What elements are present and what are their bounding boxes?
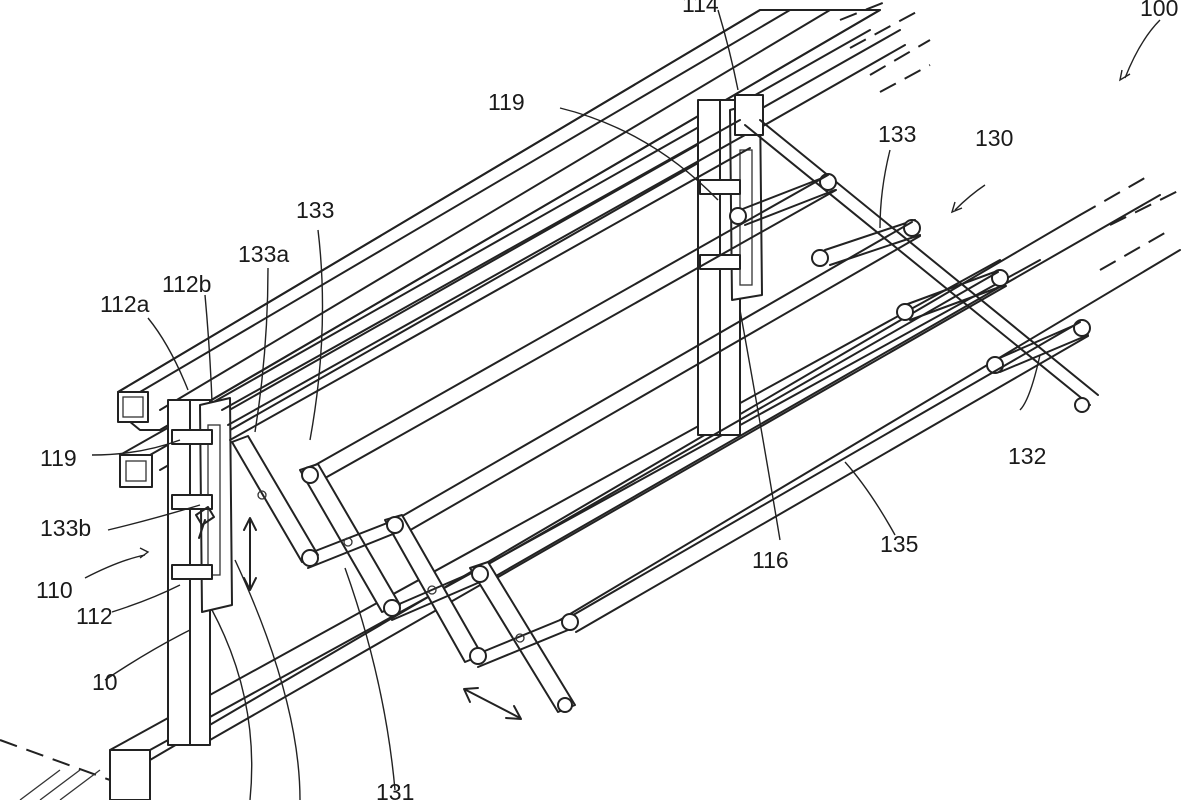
label-133-left: 133 bbox=[296, 197, 334, 223]
drying-rods bbox=[309, 174, 1089, 633]
label-133-top: 133 bbox=[878, 121, 916, 147]
label-119-top: 119 bbox=[488, 89, 525, 115]
leader-lines bbox=[84, 9, 1161, 800]
label-114: 114 bbox=[682, 0, 719, 17]
label-135: 135 bbox=[880, 531, 918, 557]
motion-arrows bbox=[243, 517, 522, 720]
left-post bbox=[167, 397, 233, 746]
left-link-assembly bbox=[231, 435, 579, 713]
cross-rods bbox=[221, 119, 751, 441]
right-link-assembly bbox=[729, 119, 1099, 413]
label-131: 131 bbox=[376, 779, 414, 800]
label-110: 110 bbox=[36, 577, 73, 603]
label-119-left: 119 bbox=[40, 445, 77, 471]
reference-labels: 100 114 119 133 130 133 133a 112a 112b 1… bbox=[36, 0, 1178, 800]
label-112b: 112b bbox=[162, 271, 211, 297]
label-130: 130 bbox=[975, 125, 1013, 151]
label-112a: 112a bbox=[100, 291, 150, 317]
label-10: 10 bbox=[92, 669, 118, 695]
label-100: 100 bbox=[1140, 0, 1178, 21]
label-132: 132 bbox=[1008, 443, 1046, 469]
label-116: 116 bbox=[752, 547, 789, 573]
label-112: 112 bbox=[76, 603, 113, 629]
right-post bbox=[697, 94, 764, 436]
label-133a: 133a bbox=[238, 241, 289, 267]
label-133b: 133b bbox=[40, 515, 91, 541]
